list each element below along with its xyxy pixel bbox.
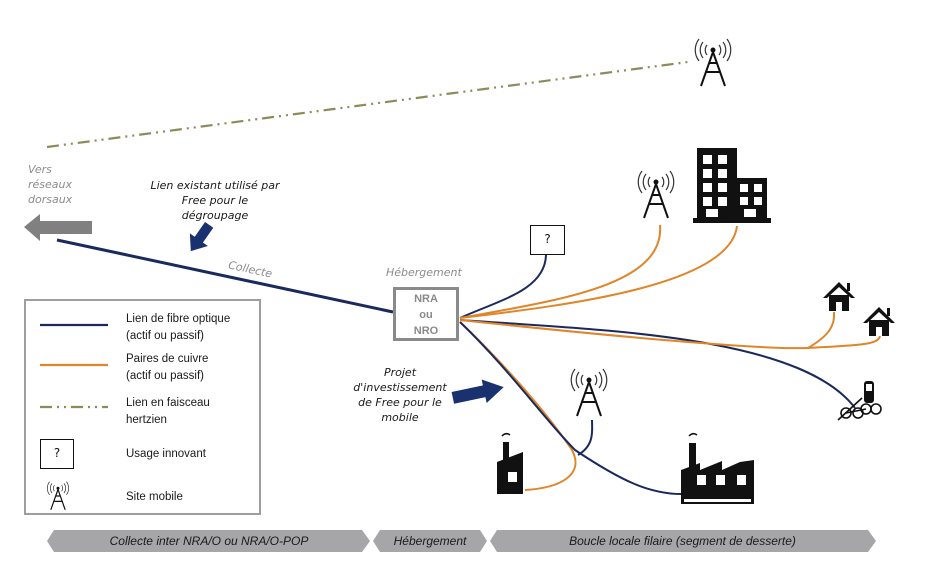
question-box-symbol: ? — [40, 439, 74, 469]
bicycle-icon — [837, 397, 882, 421]
antenna-icon — [694, 38, 732, 87]
fiber-to-large-factory — [459, 321, 686, 496]
antenna-icon — [46, 481, 70, 511]
copper-to-antenna — [459, 224, 662, 319]
hebergement-label: Hébergement — [386, 266, 462, 279]
mobile-phone-icon — [864, 381, 874, 403]
investment-label: Projet d'investissement de Free pour le … — [353, 366, 447, 424]
nra-nro-box: NRA ou NRO — [393, 287, 459, 341]
legend-text: Usage innovant — [126, 448, 206, 460]
band-hebergement: Hébergement — [393, 534, 467, 548]
nra-label: NRA — [414, 293, 438, 305]
antenna-icon — [570, 368, 608, 417]
band-collecte: Collecte inter NRA/O ou NRA/O-POP — [109, 534, 309, 548]
legend-text: Site mobile — [126, 491, 183, 503]
backbone-arrow — [24, 214, 92, 241]
band-shape-collecte — [47, 530, 370, 552]
nro-label: NRO — [413, 325, 439, 337]
radio-link — [46, 60, 689, 149]
house-icon — [823, 282, 855, 311]
band-shape-hebergement — [373, 530, 487, 552]
fiber-to-bicycle — [459, 319, 856, 409]
factory-large-icon — [681, 432, 754, 504]
legend-text: Lien de fibre optique (actif ou passif) — [126, 313, 231, 342]
fiber-to-question-box — [459, 254, 547, 319]
band-boucle-locale: Boucle locale filaire (segment de desser… — [569, 534, 796, 548]
legend: Lien de fibre optique (actif ou passif) … — [24, 299, 261, 515]
existing-link-arrow — [189, 222, 214, 252]
legend-text: Paires de cuivre (actif ou passif) — [126, 353, 209, 382]
copper-to-houses — [459, 319, 881, 350]
house-icon — [863, 307, 895, 336]
band-shape-boucle — [490, 530, 876, 552]
backbone-label: Vers réseaux dorsaux — [28, 163, 73, 206]
fiber-to-mobile-antenna — [577, 419, 594, 456]
fiber-line-symbol — [40, 323, 108, 327]
copper-line-symbol — [40, 363, 108, 367]
ou-label: ou — [419, 309, 433, 321]
legend-text: Lien en faisceau hertzien — [126, 397, 210, 426]
building-icon — [693, 148, 771, 223]
innovative-usage-box: ? — [530, 225, 565, 255]
copper-to-building — [459, 225, 738, 319]
radio-line-symbol — [40, 405, 108, 409]
collecte-fiber-line — [56, 238, 394, 314]
antenna-icon — [637, 170, 675, 219]
existing-link-label: Lien existant utilisé par Free pour le d… — [150, 179, 280, 222]
investment-arrow — [451, 379, 504, 404]
copper-to-house-1 — [807, 311, 836, 349]
factory-small-icon — [497, 432, 523, 494]
